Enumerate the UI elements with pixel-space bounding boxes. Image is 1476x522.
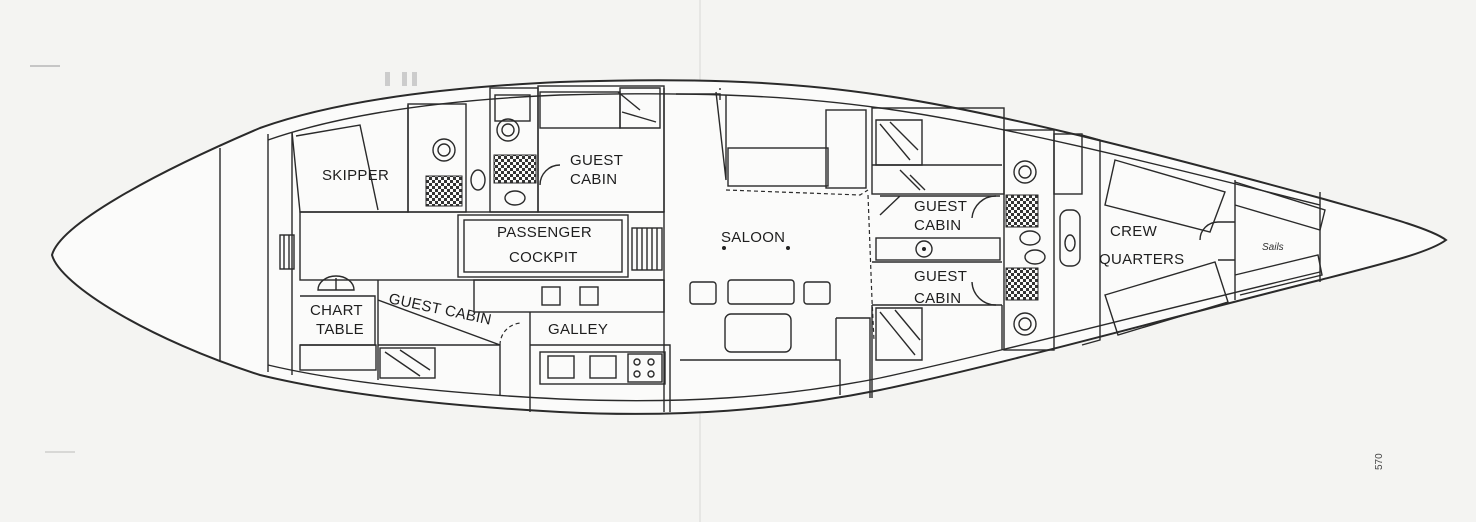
passenger-label: PASSENGER bbox=[497, 224, 592, 241]
saloon: SALOON bbox=[663, 88, 875, 412]
guest-cabin-3: GUEST CABIN bbox=[871, 261, 1003, 398]
galley-label: GALLEY bbox=[548, 321, 608, 338]
cockpit-label: COCKPIT bbox=[509, 249, 578, 266]
guest-cabin-2-label-l2: CABIN bbox=[914, 217, 961, 234]
hull-outline bbox=[50, 79, 1448, 415]
chart-label: CHART bbox=[310, 302, 363, 319]
saloon-label: SALOON bbox=[721, 229, 785, 246]
guest-cabin-1-label-l1: GUEST bbox=[570, 152, 623, 169]
sail-locker: Sails bbox=[1234, 181, 1326, 296]
crew-label: CREW bbox=[1110, 223, 1158, 240]
guest-cabin-2: GUEST CABIN bbox=[871, 107, 1005, 261]
forward-heads bbox=[1003, 129, 1083, 351]
guest-cabin-3-label-l2: CABIN bbox=[914, 290, 961, 307]
quarters-label: QUARTERS bbox=[1099, 251, 1184, 268]
hull-inner-line bbox=[267, 93, 1321, 402]
page-note: 570 bbox=[1374, 453, 1385, 470]
guest-cabin-1-label-l2: CABIN bbox=[570, 171, 617, 188]
chart-table: CHART TABLE bbox=[299, 275, 377, 371]
companionway-ladder bbox=[631, 227, 663, 271]
sails-label: Sails bbox=[1262, 242, 1284, 253]
skipper-label: SKIPPER bbox=[322, 167, 389, 184]
table-label: TABLE bbox=[316, 321, 364, 338]
galley: GALLEY bbox=[473, 279, 671, 412]
aft-steps bbox=[279, 234, 295, 270]
guest-cabin-2-label-l1: GUEST bbox=[914, 198, 967, 215]
head-1 bbox=[407, 103, 486, 213]
guest-cabin-3-label-l1: GUEST bbox=[914, 268, 967, 285]
crew-quarters: CREW QUARTERS bbox=[1081, 134, 1235, 346]
